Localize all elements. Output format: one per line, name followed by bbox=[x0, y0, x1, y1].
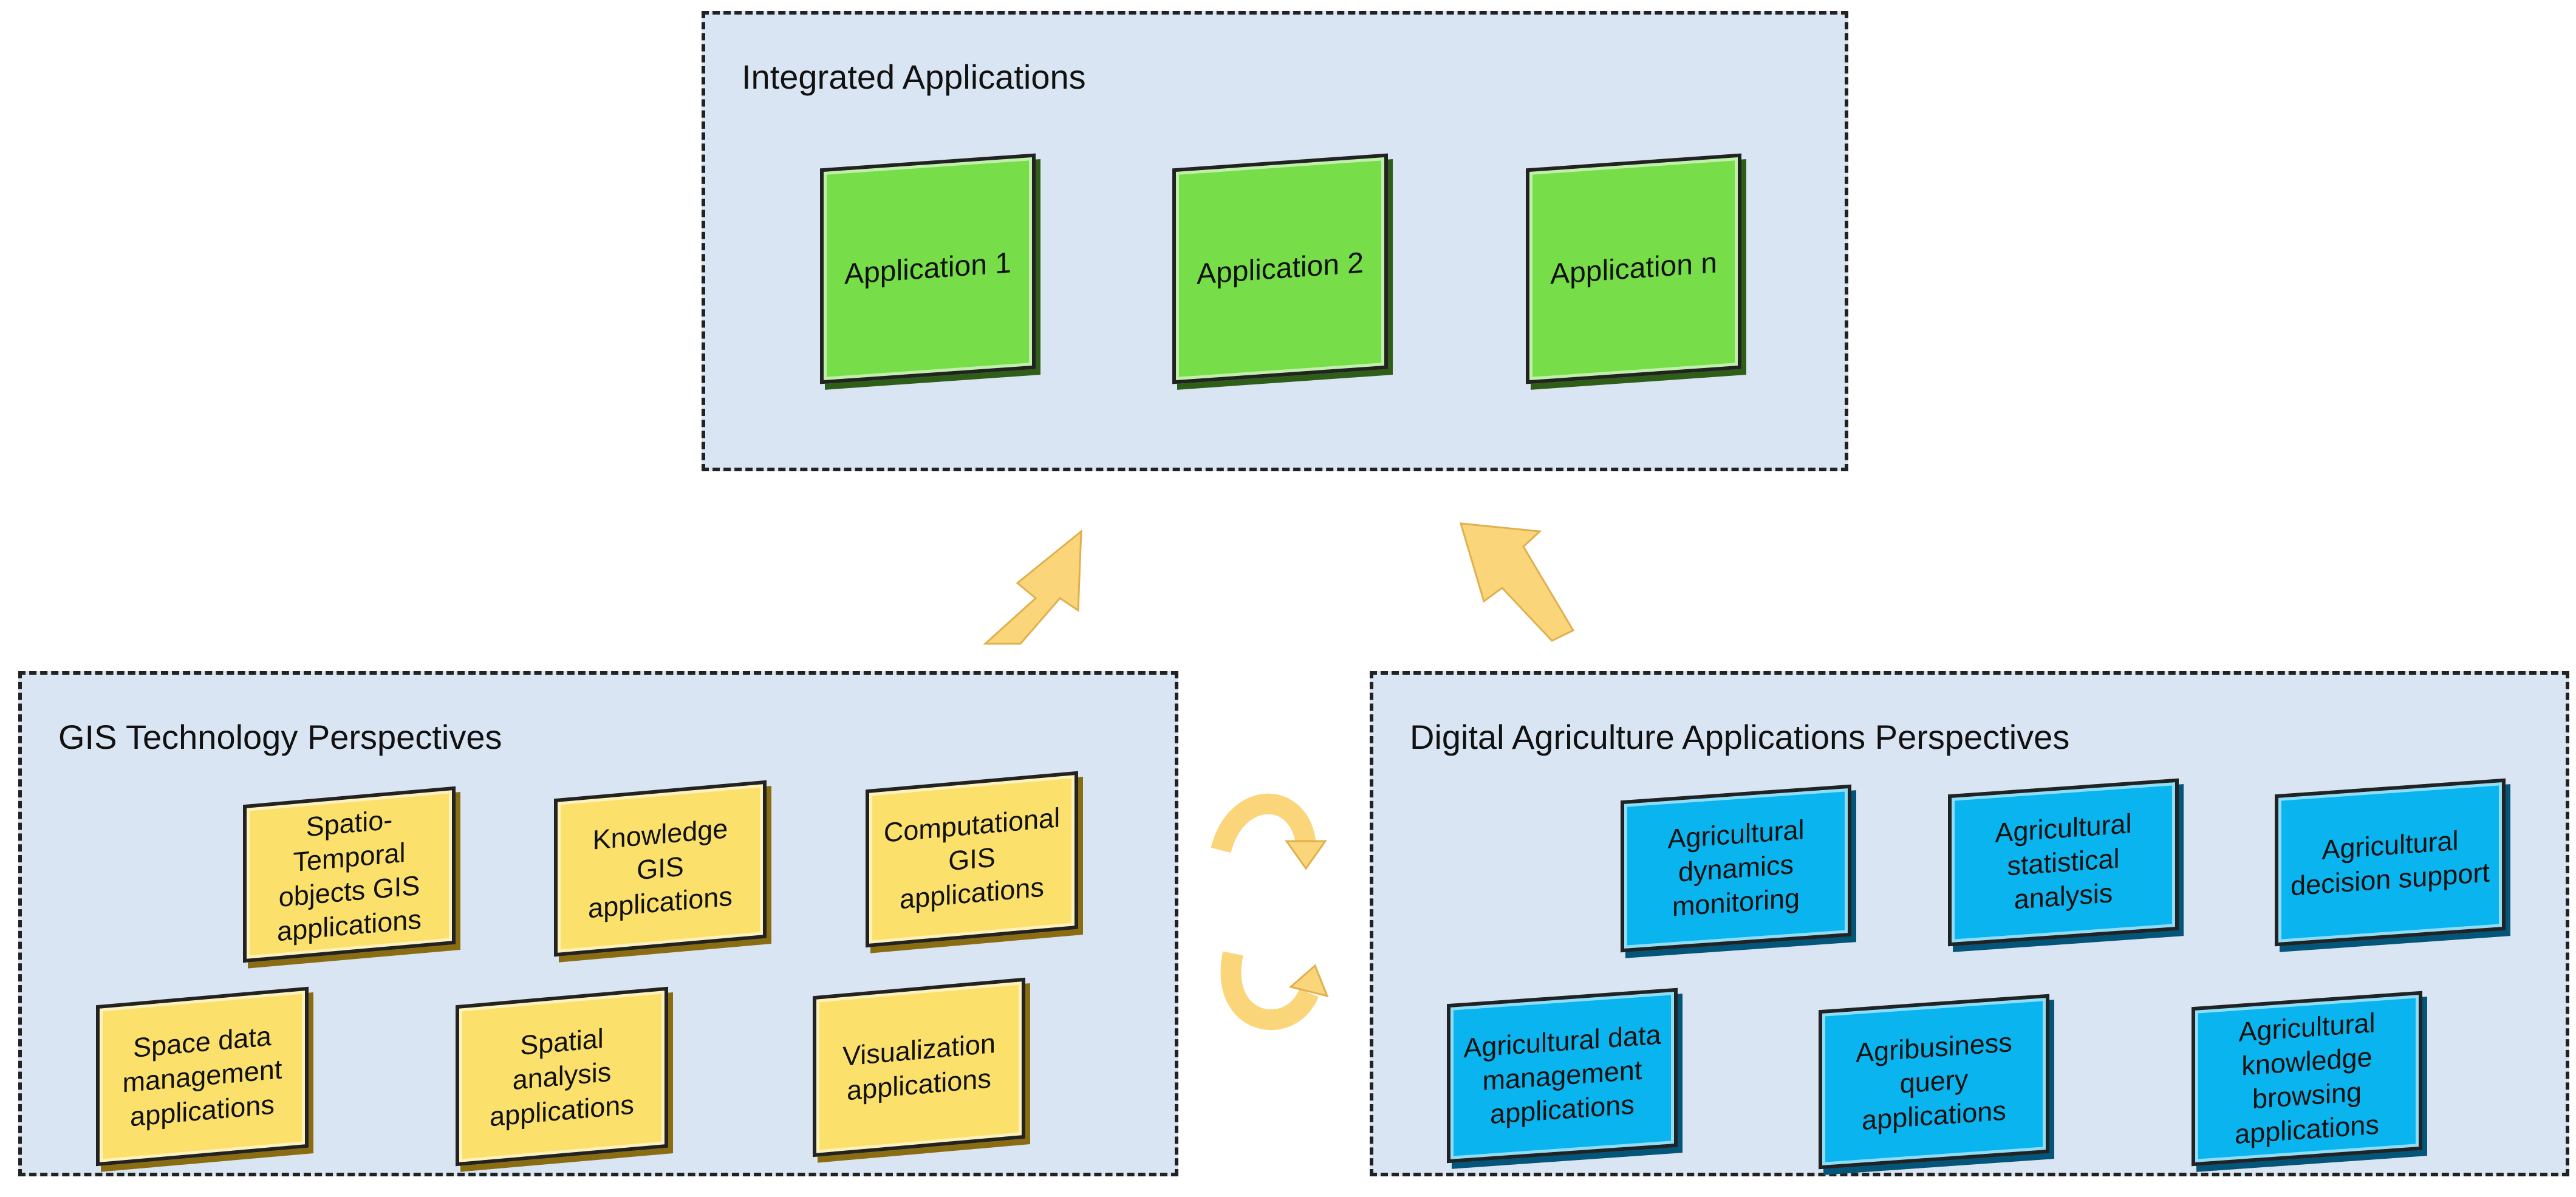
gis-to-integrated-arrow bbox=[983, 529, 1082, 645]
digital-agriculture-title: Digital Agriculture Applications Perspec… bbox=[1410, 718, 2070, 756]
integrated-applications-title: Integrated Applications bbox=[742, 58, 1086, 96]
cycle-arrow-top bbox=[1211, 793, 1316, 853]
gis-technology-title: GIS Technology Perspectives bbox=[58, 718, 502, 756]
cycle-arrow-bottom-head bbox=[1288, 964, 1329, 998]
cycle-arrow-top-head bbox=[1285, 840, 1327, 870]
agri-to-integrated-arrow bbox=[1459, 522, 1575, 642]
cycle-arrow-bottom bbox=[1220, 951, 1319, 1030]
